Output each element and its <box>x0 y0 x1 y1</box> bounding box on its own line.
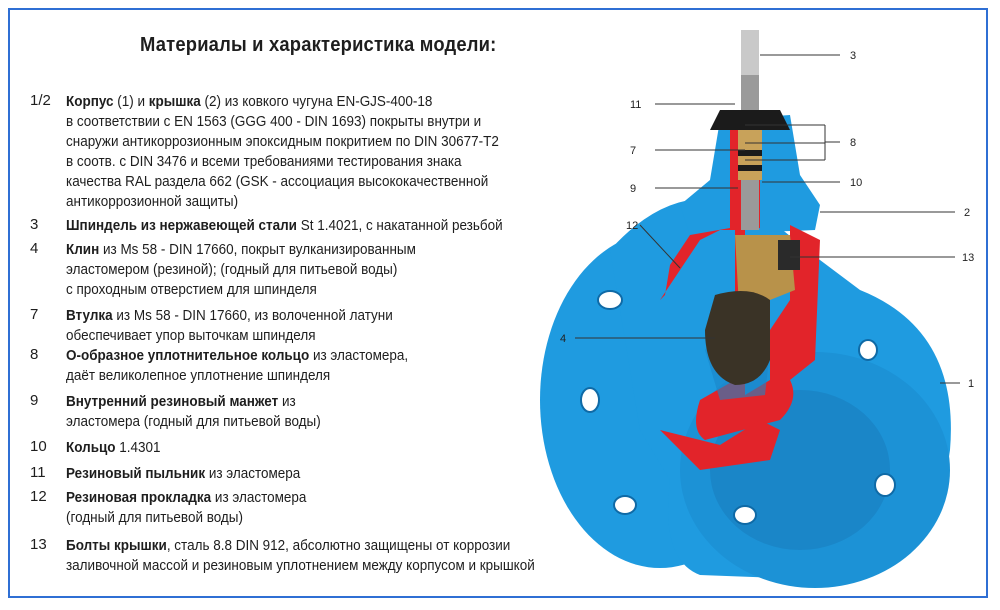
spec-line: Втулка из Ms 58 - DIN 17660, из волоченн… <box>66 308 393 324</box>
spec-item-number: 13 <box>30 536 47 553</box>
spec-line: в соответствии с EN 1563 (GGG 400 - DIN … <box>66 114 482 130</box>
spec-item-text: Болты крышки, сталь 8.8 DIN 912, абсолют… <box>66 536 535 576</box>
spec-line: снаружи антикоррозионным эпоксидным покр… <box>66 134 499 150</box>
spec-line: эластомером (резиной); (годный для питье… <box>66 262 398 278</box>
spec-line: антикоррозионной защиты) <box>66 194 239 210</box>
spec-line: Резиновый пыльник из эластомера <box>66 466 301 482</box>
spec-item-number: 4 <box>30 240 39 257</box>
spec-item-text: Корпус (1) и крышка (2) из ковкого чугун… <box>66 92 531 212</box>
spec-item-text: Внутренний резиновый манжет из эластомера… <box>66 392 531 432</box>
spec-line: Корпус (1) и крышка (2) из ковкого чугун… <box>66 94 433 110</box>
spec-line: Болты крышки, сталь 8.8 DIN 912, абсолют… <box>66 538 511 554</box>
spec-item-text: О-образное уплотнительное кольцо из элас… <box>66 346 531 386</box>
spec-item-text: Резиновый пыльник из эластомера <box>66 464 531 484</box>
spec-item-number: 3 <box>30 216 39 233</box>
spec-item-text: Клин из Ms 58 - DIN 17660, покрыт вулкан… <box>66 240 531 300</box>
spec-item-text: Резиновая прокладка из эластомера (годный… <box>66 488 531 528</box>
spec-line: Резиновая прокладка из эластомера <box>66 490 307 506</box>
spec-item-number: 11 <box>30 464 46 481</box>
spec-item-text: Кольцо 1.4301 <box>66 438 531 458</box>
spec-item-number: 1/2 <box>30 92 51 109</box>
spec-line: с проходным отверстием для шпинделя <box>66 282 317 298</box>
spec-line: обеспечивает упор выточкам шпинделя <box>66 328 316 344</box>
spec-item-number: 8 <box>30 346 39 363</box>
page-title: Материалы и характеристика модели: <box>140 34 497 56</box>
spec-item-number: 9 <box>30 392 39 409</box>
spec-line: Внутренний резиновый манжет из <box>66 394 296 410</box>
spec-line: О-образное уплотнительное кольцо из элас… <box>66 348 409 364</box>
spec-line: (годный для питьевой воды) <box>66 510 243 526</box>
spec-item-number: 12 <box>30 488 47 505</box>
spec-item-text: Втулка из Ms 58 - DIN 17660, из волоченн… <box>66 306 531 346</box>
image-frame <box>8 8 988 598</box>
spec-item-text: Шпиндель из нержавеющей стали St 1.4021,… <box>66 216 531 236</box>
spec-line: качества RAL раздела 662 (GSK - ассоциац… <box>66 174 489 190</box>
spec-line: эластомера (годный для питьевой воды) <box>66 414 321 430</box>
spec-line: заливочной массой и резиновым уплотнение… <box>66 558 535 574</box>
spec-line: в соотв. с DIN 3476 и всеми требованиями… <box>66 154 462 170</box>
spec-item-number: 7 <box>30 306 39 323</box>
spec-item-number: 10 <box>30 438 47 455</box>
spec-line: Шпиндель из нержавеющей стали St 1.4021,… <box>66 218 503 234</box>
spec-line: Кольцо 1.4301 <box>66 440 161 456</box>
spec-line: Клин из Ms 58 - DIN 17660, покрыт вулкан… <box>66 242 416 258</box>
spec-line: даёт великолепное уплотнение шпинделя <box>66 368 331 384</box>
